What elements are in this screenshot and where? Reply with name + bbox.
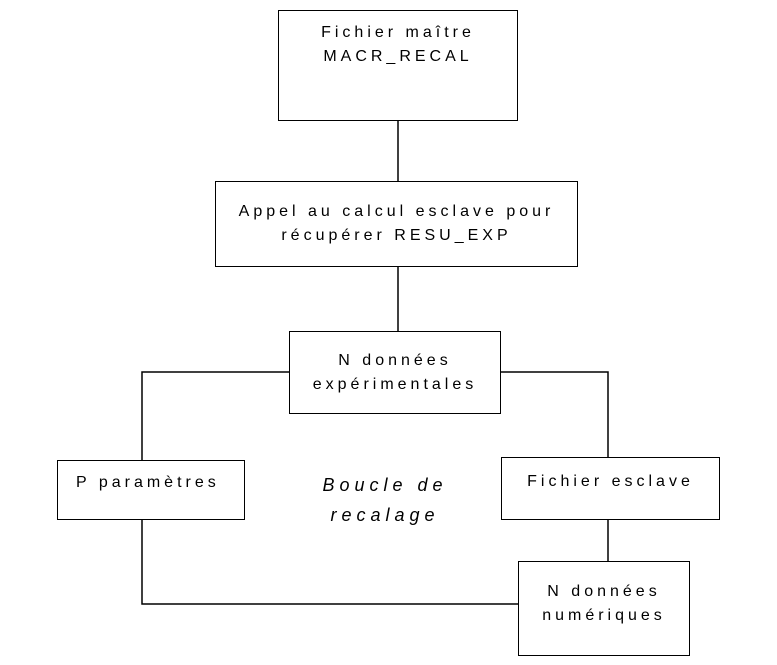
connector-experimental-to-slave-file (501, 371, 609, 457)
loop-label: Boucle de recalage (300, 470, 470, 530)
slave-call-line2: récupérer RESU_EXP (281, 227, 512, 244)
numerical-data-box: N données numériques (518, 561, 690, 656)
master-file-name: MACR_RECAL (323, 48, 473, 65)
master-file-label: Fichier maître (321, 24, 475, 41)
loop-label-line1: Boucle de (322, 475, 448, 495)
experimental-data-box: N données expérimentales (289, 331, 501, 414)
experimental-data-line1: N données (338, 351, 452, 369)
parameters-label: P paramètres (76, 474, 220, 491)
loop-label-line2: recalage (330, 505, 440, 525)
slave-file-label: Fichier esclave (527, 473, 694, 490)
numerical-data-line1: N données (547, 583, 661, 600)
slave-file-box: Fichier esclave (501, 457, 720, 520)
numerical-data-line2: numériques (542, 607, 666, 624)
slave-call-line1: Appel au calcul esclave pour (238, 203, 555, 220)
slave-call-box: Appel au calcul esclave pour récupérer R… (215, 181, 578, 267)
parameters-box: P paramètres (57, 460, 245, 520)
experimental-data-line2: expérimentales (312, 375, 478, 393)
connector-experimental-to-parameters (141, 371, 289, 460)
master-file-box: Fichier maître MACR_RECAL (278, 10, 518, 121)
connector-parameters-to-numerical (141, 520, 518, 605)
